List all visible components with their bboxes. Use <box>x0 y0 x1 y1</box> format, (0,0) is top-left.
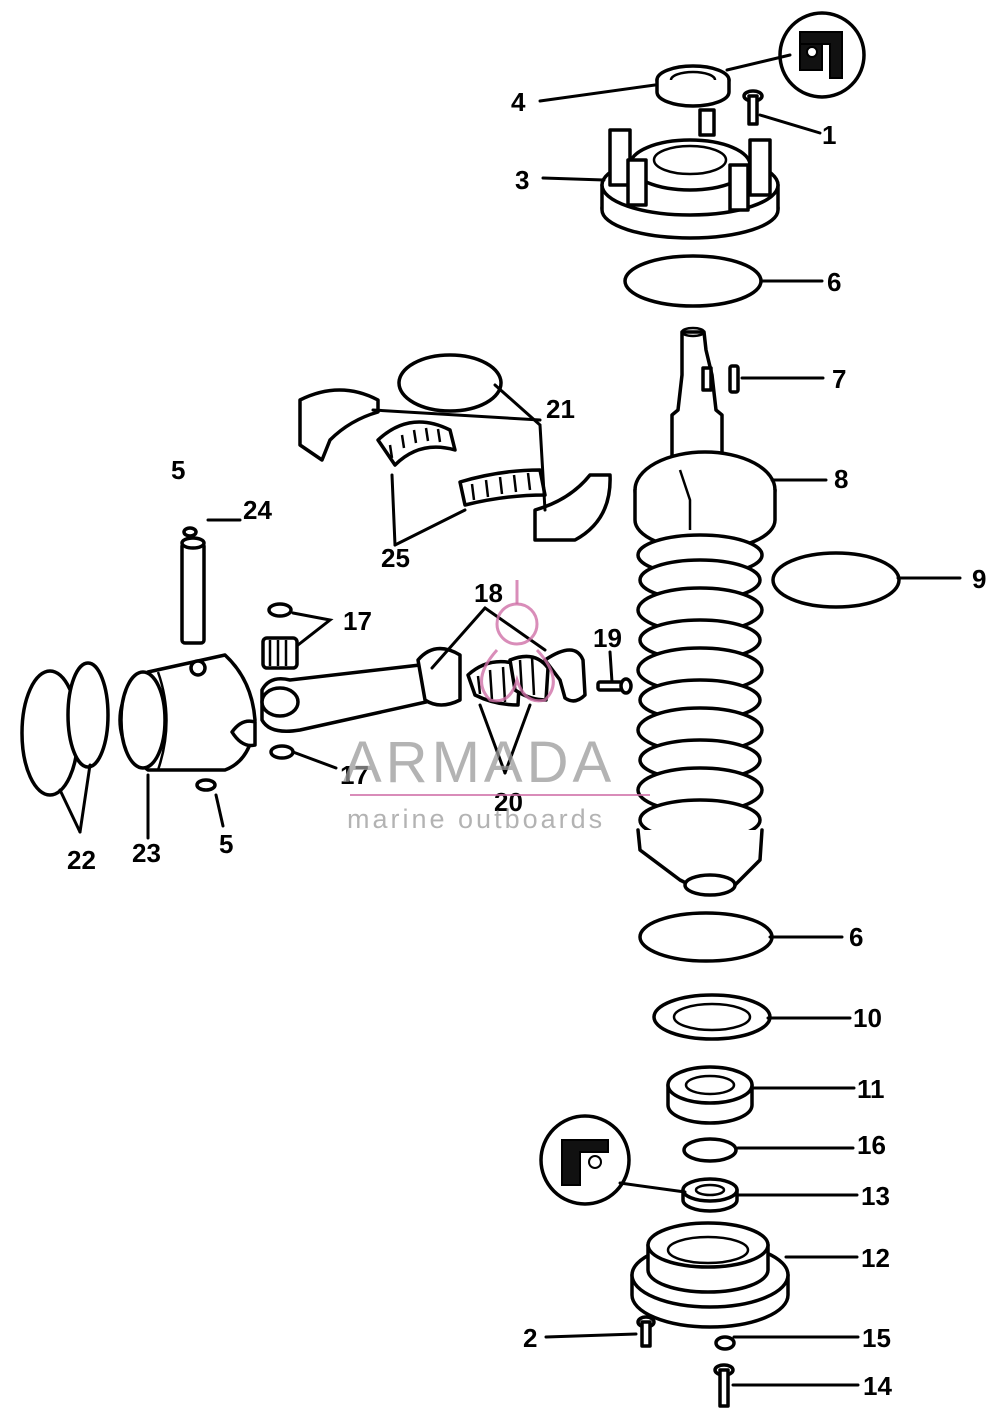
part-24-wrist-pin <box>180 536 206 645</box>
callout-7: 7 <box>832 364 846 394</box>
callout-12: 12 <box>861 1243 890 1273</box>
part-2-screw <box>636 1315 656 1348</box>
callout-6-lower: 6 <box>849 922 863 952</box>
part-6-o-ring-lower <box>638 911 774 963</box>
callout-4: 4 <box>511 87 526 117</box>
part-17-washer-upper <box>267 602 293 618</box>
callout-17-upper: 17 <box>343 606 372 636</box>
callout-21: 21 <box>546 394 575 424</box>
callout-17-lower: 17 <box>340 760 369 790</box>
callout-3: 3 <box>515 165 529 195</box>
callout-13: 13 <box>861 1181 890 1211</box>
callout-24: 24 <box>243 495 272 525</box>
part-11-ball-bearing <box>666 1065 754 1125</box>
seal-detail-inset-top <box>778 11 866 99</box>
part-15-washer <box>714 1335 736 1351</box>
part-25-needle-cage-lower <box>458 468 547 507</box>
part-6-o-ring-upper <box>623 254 763 308</box>
part-3-upper-housing <box>600 108 780 240</box>
callout-6-upper: 6 <box>827 267 841 297</box>
seal-detail-inset-bottom <box>539 1114 631 1206</box>
part-12-lower-housing <box>630 1221 790 1329</box>
part-18-connecting-rod <box>260 646 587 733</box>
callout-14: 14 <box>863 1371 892 1401</box>
callout-8: 8 <box>834 464 848 494</box>
part-9-retaining-ring <box>771 551 901 609</box>
part-23-piston <box>118 653 257 772</box>
callout-5-lower: 5 <box>219 829 233 859</box>
part-1-screw <box>742 89 764 126</box>
callout-19: 19 <box>593 623 622 653</box>
part-10-plate <box>652 993 772 1041</box>
part-4-seal <box>655 64 731 108</box>
callout-18: 18 <box>474 578 503 608</box>
watermark-title: ARMADA <box>343 730 615 795</box>
callout-9: 9 <box>972 564 986 594</box>
callout-15: 15 <box>862 1323 891 1353</box>
part-19-rod-bolt <box>596 677 633 695</box>
callout-22: 22 <box>67 845 96 875</box>
callout-11: 11 <box>857 1074 885 1104</box>
callout-20: 20 <box>494 787 523 817</box>
part-22-piston-ring-2 <box>66 661 110 769</box>
part-17-needle-bearing <box>261 636 299 670</box>
part-7-key <box>728 364 740 394</box>
callout-2: 2 <box>523 1323 537 1353</box>
part-16-snap-ring <box>682 1137 738 1163</box>
callout-5-upper: 5 <box>171 455 185 485</box>
callout-labels: 1 2 3 4 5 5 6 6 7 8 9 10 11 12 13 14 15 … <box>67 87 986 1401</box>
callout-16: 16 <box>857 1130 886 1160</box>
leader-lines <box>58 53 962 1387</box>
part-5-clip-lower <box>195 778 217 792</box>
callout-23: 23 <box>132 838 161 868</box>
callout-25: 25 <box>381 543 410 573</box>
callout-1: 1 <box>822 120 836 150</box>
watermark-logo <box>480 580 555 703</box>
part-5-clip-upper <box>182 526 198 538</box>
part-21-bearing-shell-left <box>298 388 380 462</box>
part-14-bolt <box>713 1363 735 1408</box>
part-21-retainer-ring <box>397 353 503 413</box>
part-21-bearing-shell-right <box>533 473 612 542</box>
part-17-washer-lower <box>269 744 295 760</box>
watermark: ARMADA marine outboards <box>343 580 650 834</box>
callout-10: 10 <box>853 1003 882 1033</box>
part-13-seal <box>681 1177 739 1213</box>
watermark-subtitle: marine outboards <box>347 804 605 834</box>
part-8-crankshaft <box>633 326 777 897</box>
part-25-needle-cage-upper <box>376 420 457 467</box>
